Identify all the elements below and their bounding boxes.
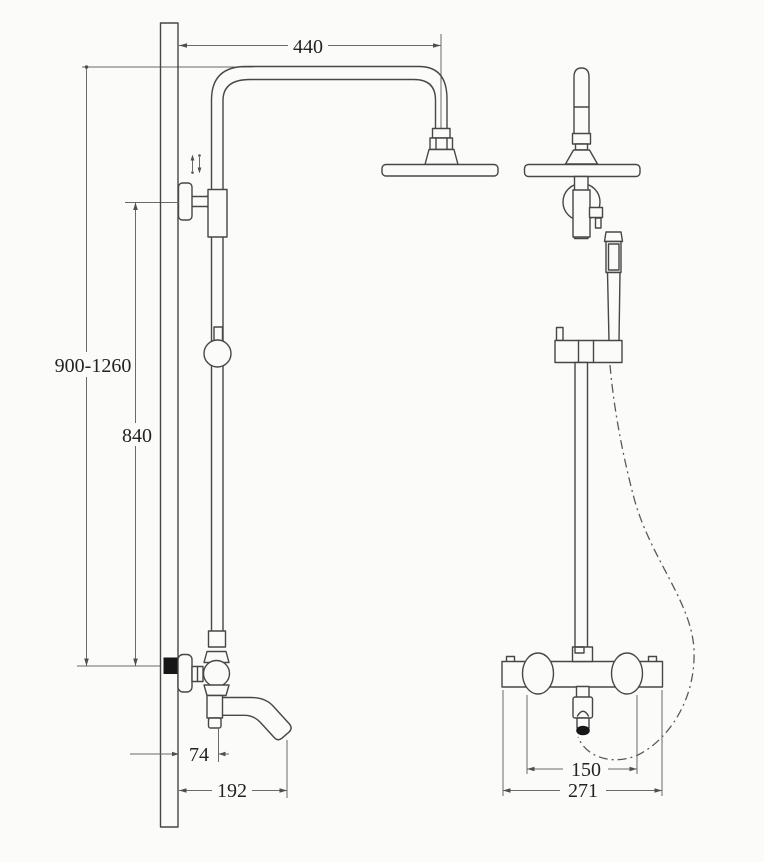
- sleeve-side: [572, 189, 591, 238]
- mixer-valve-front: [163, 630, 292, 741]
- riser-pipe-inner: [222, 78, 437, 648]
- bracket-handle-side: [588, 206, 604, 229]
- dim-label-900-1260: 900-1260: [55, 355, 132, 377]
- mixer-valve-side: [501, 646, 664, 736]
- dim-label-192: 192: [217, 780, 247, 802]
- wall-bracket: [177, 182, 228, 238]
- rain-shower-head: [381, 163, 499, 177]
- height-adjust-arrows-icon: [190, 154, 202, 174]
- riser-pipe-outer: [210, 65, 448, 648]
- top-pipe-side: [573, 67, 590, 136]
- wall-section: [159, 22, 179, 828]
- inlet-left: [521, 652, 555, 695]
- dimension-reference-lines: [77, 34, 442, 667]
- dim-bracket-height: 840: [122, 202, 152, 666]
- shower-head-nut: [429, 127, 454, 151]
- riser-connector-side: [571, 646, 594, 663]
- tub-spout: [221, 696, 292, 741]
- inlet-right: [610, 652, 644, 695]
- wall-supply-connection: [163, 657, 179, 674]
- dim-mixer-width: 271: [502, 690, 663, 802]
- head-plate-side: [523, 163, 641, 178]
- dim-spout-reach: 192: [179, 740, 288, 802]
- dim-label-150: 150: [571, 759, 601, 781]
- hand-shower: [603, 231, 624, 342]
- dim-shower-arm-reach: 440: [179, 36, 441, 58]
- diverter-knob: [203, 326, 232, 368]
- side-view: [501, 67, 695, 761]
- dim-riser-height-range: 900-1260: [55, 65, 132, 666]
- shower-hose: [577, 364, 695, 761]
- valve-body: [202, 659, 231, 688]
- front-view: [163, 65, 499, 741]
- slider-bracket-side: [554, 326, 623, 364]
- spout-side: [572, 685, 594, 736]
- dim-spout-wall-offset: 74: [130, 728, 229, 766]
- dim-label-271: 271: [568, 780, 598, 802]
- head-mount-side: [564, 149, 599, 165]
- spout-outlet: [576, 725, 590, 736]
- riser-pipe-side: [574, 361, 589, 650]
- dimensions-layer: 440 900-1260 840 74: [55, 36, 663, 802]
- dim-label-440: 440: [293, 36, 323, 58]
- dim-label-840: 840: [122, 425, 152, 447]
- slider-sleeve: [207, 188, 228, 238]
- shower-head-mount: [424, 148, 459, 166]
- head-nut-side: [571, 132, 592, 151]
- dim-inlet-spacing: 150: [526, 695, 638, 781]
- wall-flange: [177, 653, 193, 693]
- dim-label-74: 74: [189, 744, 209, 766]
